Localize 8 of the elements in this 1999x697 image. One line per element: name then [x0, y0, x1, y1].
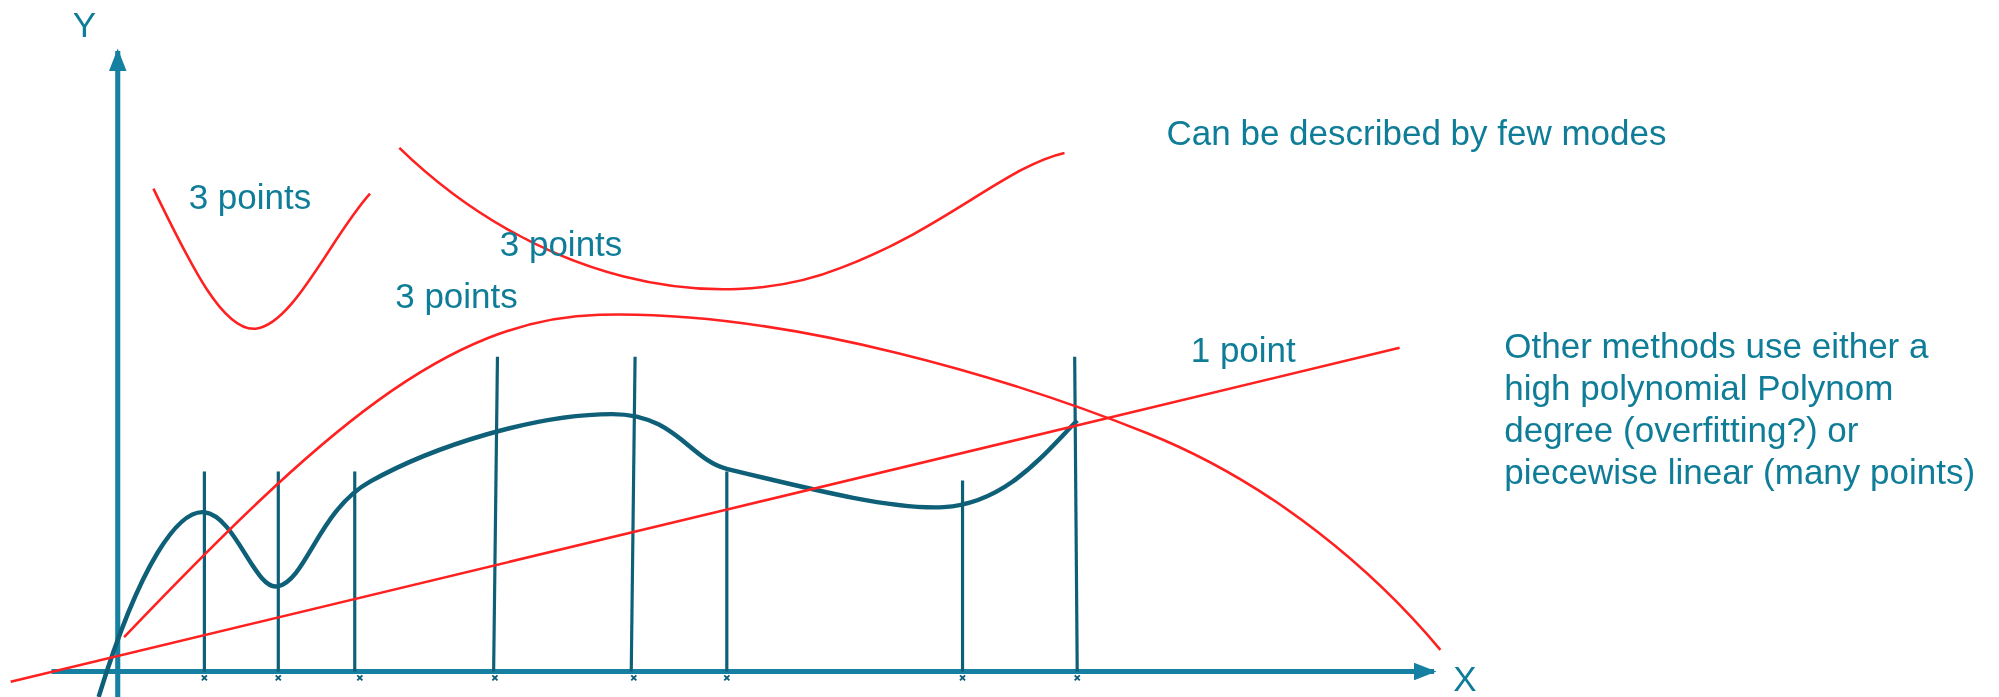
curve-label: 3 points — [188, 175, 312, 218]
note: Can be described by few modes — [1166, 112, 1667, 155]
axis-label: Y — [72, 3, 96, 46]
axis-label: X — [1453, 657, 1477, 697]
curve-label: 1 point — [1190, 328, 1296, 371]
curve-label: 3 points — [499, 223, 623, 266]
note: Other methods use either a high polynomial Polynom degree (overfitting?) or piecewise linear (many points) — [1504, 325, 1977, 494]
curve-label: 3 points — [395, 275, 518, 318]
